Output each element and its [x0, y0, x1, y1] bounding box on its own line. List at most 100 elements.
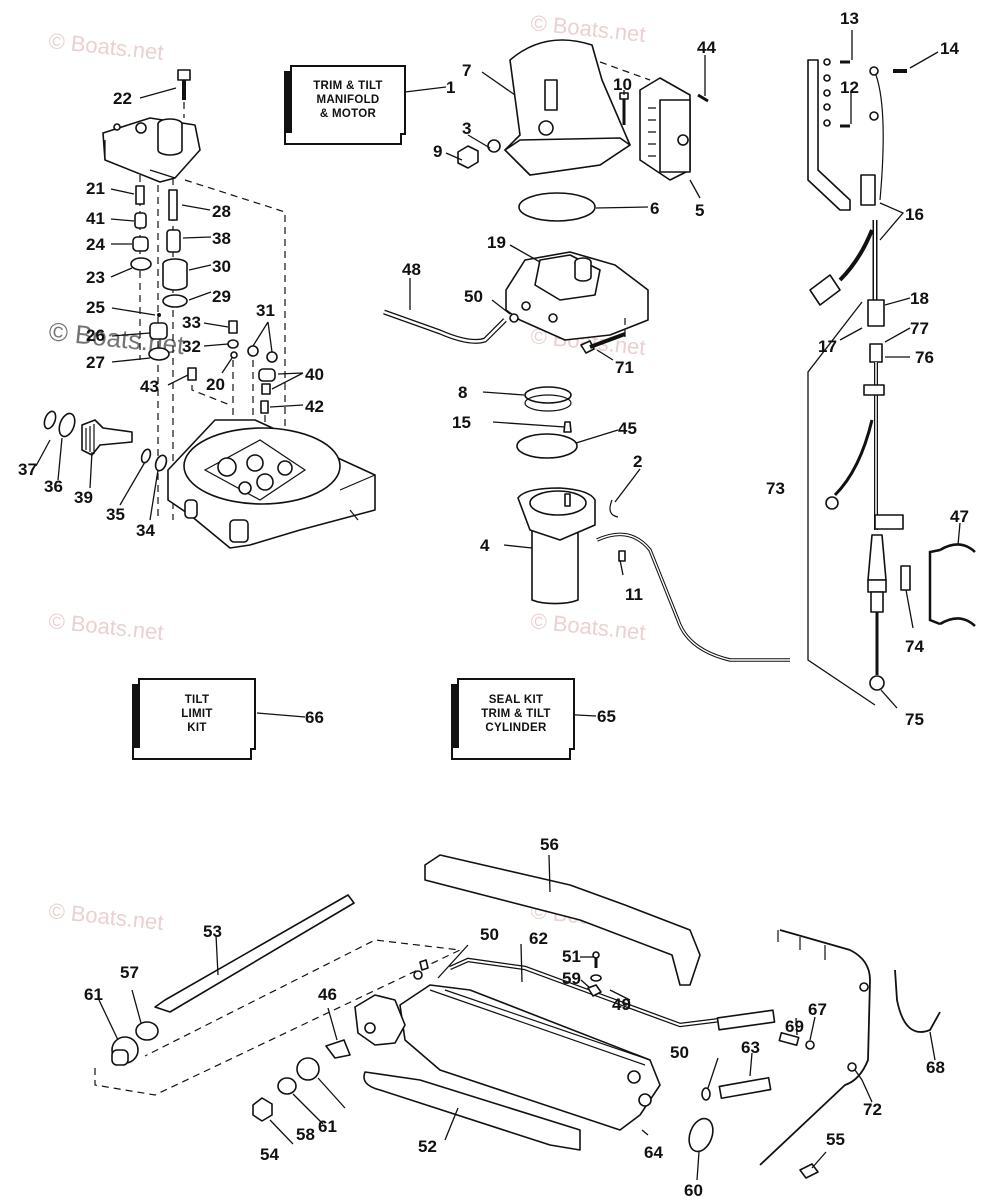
- kit-box-tilt-limit-kit: TILT LIMIT KIT: [132, 678, 256, 760]
- callout-13: 13: [840, 9, 859, 28]
- callout-37: 37: [18, 460, 37, 479]
- kit-box-label: TILT LIMIT KIT: [181, 694, 213, 734]
- callout-77: 77: [910, 319, 929, 338]
- callout-24: 24: [86, 235, 105, 254]
- callout-30: 30: [212, 257, 231, 276]
- callout-10: 10: [613, 75, 632, 94]
- callout-23: 23: [86, 268, 105, 287]
- callout-52: 52: [418, 1137, 437, 1156]
- kit-box-label: TRIM & TILT MANIFOLD & MOTOR: [313, 80, 383, 120]
- callout-65: 65: [597, 707, 616, 726]
- callout-4: 4: [480, 536, 490, 555]
- callout-58: 58: [296, 1125, 315, 1144]
- callout-76: 76: [915, 348, 934, 367]
- manifold-cap-assembly: [102, 69, 286, 520]
- callout-39: 39: [74, 488, 93, 507]
- callout-48: 48: [402, 260, 421, 279]
- callout-35: 35: [106, 505, 125, 524]
- callout-18: 18: [910, 289, 929, 308]
- callout-73: 73: [766, 479, 785, 498]
- callout-21: 21: [86, 179, 105, 198]
- callout-20: 20: [206, 375, 225, 394]
- callout-25: 25: [86, 298, 105, 317]
- callout-38: 38: [212, 229, 231, 248]
- callout-44: 44: [697, 38, 716, 57]
- callout-61: 61: [84, 985, 103, 1004]
- watermark: © Boats.net: [47, 898, 164, 935]
- callout-17: 17: [818, 337, 837, 356]
- callout-5: 5: [695, 201, 704, 220]
- callout-56: 56: [540, 835, 559, 854]
- o-ring-6: [518, 192, 596, 222]
- callout-68: 68: [926, 1058, 945, 1077]
- kit-box-seal-kit-trim-tilt-cylinder: SEAL KIT TRIM & TILT CYLINDER: [451, 678, 575, 760]
- motor-cover: [457, 39, 651, 176]
- callout-45: 45: [618, 419, 637, 438]
- callout-55: 55: [826, 1130, 845, 1149]
- callout-1: 1: [446, 78, 455, 97]
- callout-11: 11: [625, 585, 643, 604]
- callout-33: 33: [182, 313, 201, 332]
- callout-69: 69: [785, 1017, 804, 1036]
- callout-26: 26: [86, 326, 105, 345]
- callout-67: 67: [808, 1000, 827, 1019]
- tube-48: [383, 309, 519, 344]
- callout-29: 29: [212, 287, 231, 306]
- cylinder-assembly: [94, 854, 941, 1179]
- callout-54: 54: [260, 1145, 279, 1164]
- kit-box-label: SEAL KIT TRIM & TILT CYLINDER: [481, 694, 551, 734]
- callout-50: 50: [464, 287, 483, 306]
- callout-labels: 2217391044561314121618177776214124232838…: [18, 9, 969, 1200]
- callout-28: 28: [212, 202, 231, 221]
- kit-box-trim-tilt-manifold-motor: TRIM & TILT MANIFOLD & MOTOR: [284, 65, 406, 145]
- relay-block: [639, 77, 709, 181]
- callout-47: 47: [950, 507, 969, 526]
- callout-61: 61: [318, 1117, 337, 1136]
- callout-50: 50: [670, 1043, 689, 1062]
- callout-36: 36: [44, 477, 63, 496]
- callout-6: 6: [650, 199, 659, 218]
- callout-72: 72: [863, 1100, 882, 1119]
- pump-assembly: [505, 251, 649, 354]
- watermark: © Boats.net: [47, 608, 164, 645]
- callout-71: 71: [615, 358, 634, 377]
- callout-62: 62: [529, 929, 548, 948]
- callout-19: 19: [487, 233, 506, 252]
- watermark: © Boats.net: [47, 28, 164, 65]
- callout-8: 8: [458, 383, 467, 402]
- watermark: © Boats.net: [529, 608, 646, 645]
- callout-50: 50: [480, 925, 499, 944]
- callout-53: 53: [203, 922, 222, 941]
- callout-74: 74: [905, 637, 924, 656]
- callout-3: 3: [462, 119, 471, 138]
- callout-2: 2: [633, 452, 642, 471]
- callout-43: 43: [140, 377, 159, 396]
- callout-40: 40: [305, 365, 324, 384]
- callout-57: 57: [120, 963, 139, 982]
- callout-42: 42: [305, 397, 324, 416]
- callout-32: 32: [182, 337, 201, 356]
- motor-assembly: [516, 386, 790, 662]
- callout-66: 66: [305, 708, 324, 727]
- leader-lines: [35, 30, 961, 1181]
- callout-59: 59: [562, 969, 581, 988]
- callout-9: 9: [433, 142, 442, 161]
- wire-harness: [807, 58, 976, 706]
- callout-14: 14: [940, 39, 959, 58]
- callout-51: 51: [562, 947, 581, 966]
- callout-64: 64: [644, 1143, 663, 1162]
- callout-60: 60: [684, 1181, 703, 1200]
- callout-46: 46: [318, 985, 337, 1004]
- callout-15: 15: [452, 413, 471, 432]
- callout-12: 12: [840, 78, 859, 97]
- callout-22: 22: [113, 89, 132, 108]
- callout-27: 27: [86, 353, 105, 372]
- manifold-side-fittings: [43, 410, 168, 472]
- manifold-base: [167, 419, 376, 549]
- callout-41: 41: [86, 209, 105, 228]
- callout-7: 7: [462, 61, 471, 80]
- callout-34: 34: [136, 521, 155, 540]
- callout-16: 16: [905, 205, 924, 224]
- callout-31: 31: [256, 301, 275, 320]
